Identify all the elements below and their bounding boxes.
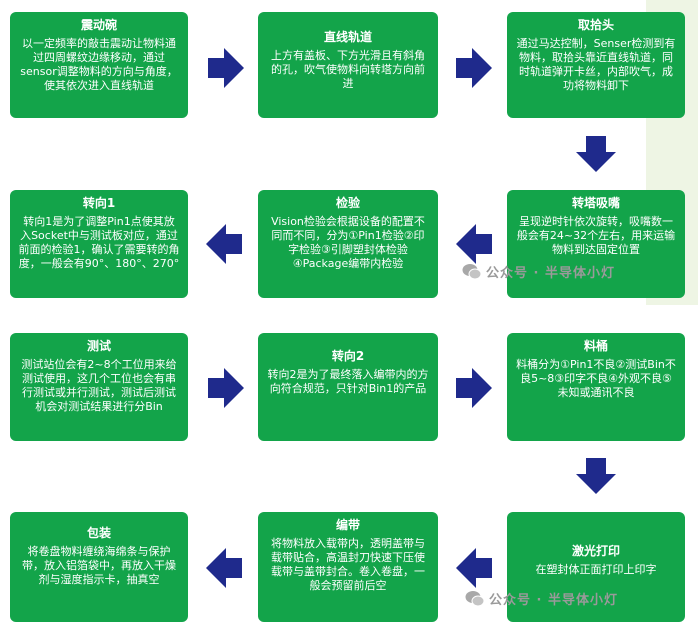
arrow-right-icon: [456, 368, 492, 408]
step-box-turn1: 转向1 转向1是为了调整Pin1点使其放入Socket中与测试板对应，通过前面的…: [10, 190, 188, 298]
watermark: 公众号 · 半导体小灯: [462, 262, 615, 281]
step-desc: 呈现逆时针依次旋转，吸嘴数一般会有24~32个左右，用来运输物料到达固定位置: [516, 215, 676, 256]
step-title: 包装: [86, 526, 111, 540]
arrow-right-icon: [208, 48, 244, 88]
arrow-left-icon: [206, 548, 242, 588]
step-title: 转塔吸嘴: [571, 196, 620, 210]
step-title: 检验: [335, 196, 360, 210]
arrow-left-icon: [206, 224, 242, 264]
step-box-turn2: 转向2 转向2是为了最终落入编带内的方向符合规范，只针对Bin1的产品: [258, 333, 438, 441]
step-box-test: 测试 测试站位会有2~8个工位用来给测试使用，这几个工位也会有串行测试或并行测试…: [10, 333, 188, 441]
step-box-bin-bucket: 料桶 料桶分为①Pin1不良②测试Bin不良5~8③印字不良④外观不良⑤未知或通…: [507, 333, 685, 441]
step-desc: 在塑封体正面打印上印字: [535, 563, 657, 576]
watermark-text: 公众号 · 半导体小灯: [486, 266, 615, 281]
step-desc: 料桶分为①Pin1不良②测试Bin不良5~8③印字不良④外观不良⑤未知或通讯不良: [516, 358, 676, 399]
step-title: 转向1: [82, 196, 116, 210]
step-title: 转向2: [331, 349, 365, 363]
wechat-logo-icon: [465, 590, 485, 606]
arrow-right-icon: [456, 48, 492, 88]
step-desc: 通过马达控制，Senser检测到有物料，取拾头靠近直线轨道，同时轨道弹开卡丝，内…: [516, 37, 676, 92]
step-title: 震动碗: [80, 18, 117, 32]
step-box-turret-nozzle: 转塔吸嘴 呈现逆时针依次旋转，吸嘴数一般会有24~32个左右，用来运输物料到达固…: [507, 190, 685, 298]
arrow-right-icon: [208, 368, 244, 408]
wechat-logo-icon: [462, 263, 482, 279]
step-title: 激光打印: [571, 544, 620, 558]
step-desc: 以一定频率的敲击震动让物料通过四周螺纹边缘移动，通过sensor调整物料的方向与…: [20, 37, 178, 92]
step-desc: 上方有盖板、下方光滑且有斜角的孔，吹气使物料向转塔方向前进: [271, 49, 425, 90]
step-title: 测试: [86, 339, 111, 353]
watermark-text: 公众号 · 半导体小灯: [489, 593, 618, 608]
step-desc: 转向1是为了调整Pin1点使其放入Socket中与测试板对应，通过前面的检验1，…: [18, 215, 180, 270]
step-title: 取拾头: [577, 18, 614, 32]
step-title: 编带: [335, 518, 360, 532]
step-desc: 将物料放入载带内，透明盖带与载带贴合，高温封刀快速下压使载带与盖带封合。卷入卷盘…: [271, 537, 425, 592]
arrow-left-icon: [456, 224, 492, 264]
arrow-left-icon: [456, 548, 492, 588]
step-title: 直线轨道: [323, 30, 372, 44]
step-box-pickup-head: 取拾头 通过马达控制，Senser检测到有物料，取拾头靠近直线轨道，同时轨道弹开…: [507, 12, 685, 118]
step-box-tape-reel: 编带 将物料放入载带内，透明盖带与载带贴合，高温封刀快速下压使载带与盖带封合。卷…: [258, 512, 438, 622]
arrow-down-icon: [576, 458, 616, 494]
step-box-laser-marking: 激光打印 在塑封体正面打印上印字: [507, 512, 685, 622]
step-desc: Vision检验会根据设备的配置不同而不同，分为①Pin1检验②印字检验③引脚塑…: [271, 215, 425, 270]
watermark: 公众号 · 半导体小灯: [465, 589, 618, 608]
step-title: 料桶: [583, 339, 608, 353]
step-box-vibration-bowl: 震动碗 以一定频率的敲击震动让物料通过四周螺纹边缘移动，通过sensor调整物料…: [10, 12, 188, 118]
step-box-inspection: 检验 Vision检验会根据设备的配置不同而不同，分为①Pin1检验②印字检验③…: [258, 190, 438, 298]
step-desc: 测试站位会有2~8个工位用来给测试使用，这几个工位也会有串行测试或并行测试，测试…: [21, 358, 177, 413]
arrow-down-icon: [576, 136, 616, 172]
step-box-linear-track: 直线轨道 上方有盖板、下方光滑且有斜角的孔，吹气使物料向转塔方向前进: [258, 12, 438, 118]
step-desc: 转向2是为了最终落入编带内的方向符合规范，只针对Bin1的产品: [267, 368, 429, 395]
step-box-packaging: 包装 将卷盘物料缠绕海绵条与保护带，放入铝箔袋中，再放入干燥剂与湿度指示卡，抽真…: [10, 512, 188, 622]
step-desc: 将卷盘物料缠绕海绵条与保护带，放入铝箔袋中，再放入干燥剂与湿度指示卡，抽真空: [22, 545, 176, 586]
